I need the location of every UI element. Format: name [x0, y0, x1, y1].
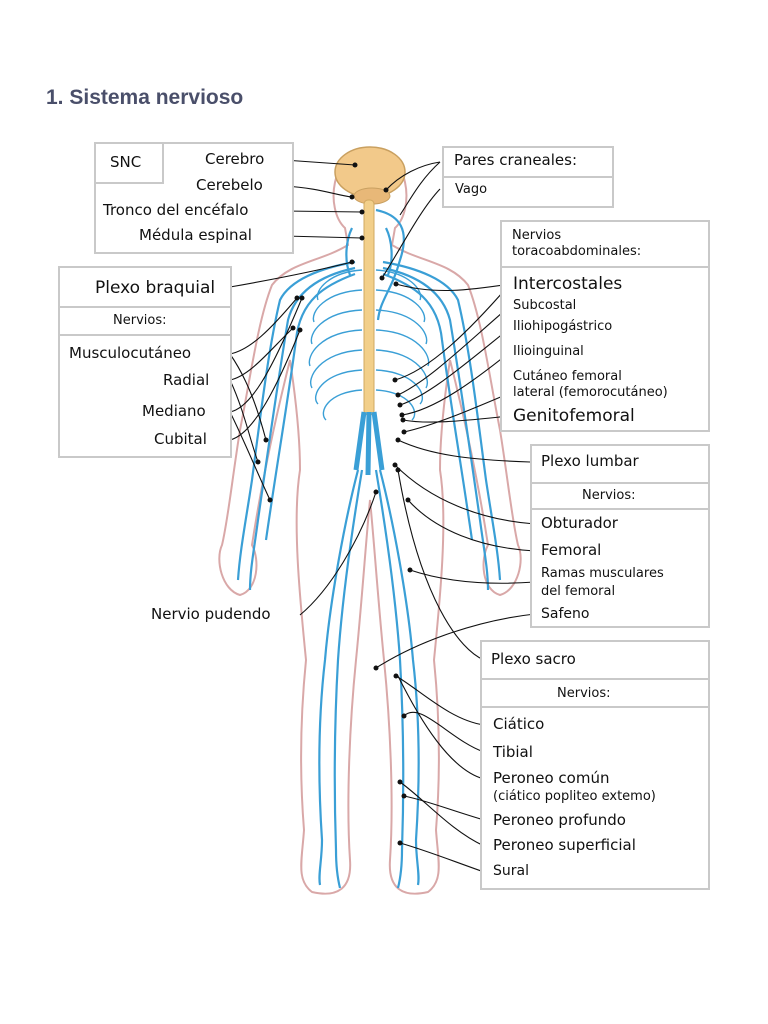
- label-cutaneo-lateral: lateral (femorocutáneo): [513, 385, 668, 400]
- label-peroneo-comun: Peroneo común: [493, 769, 610, 787]
- cauda-equina: [353, 411, 385, 476]
- label-ciatico-popliteo: (ciático popliteo extemo): [493, 789, 656, 804]
- craneales-header-box: [442, 146, 614, 178]
- label-intercostales: Intercostales: [513, 274, 623, 294]
- label-nervio-pudendo: Nervio pudendo: [151, 605, 271, 623]
- label-musculocutaneo: Musculocutáneo: [69, 344, 192, 362]
- label-iliohipogastrico: Iliohipogástrico: [513, 319, 613, 334]
- label-ciatico: Ciático: [493, 715, 545, 733]
- label-plexo-braquial: Plexo braquial: [95, 278, 216, 298]
- label-lumbar-nervios: Nervios:: [582, 488, 636, 503]
- label-cutaneo-femoral: Cutáneo femoral: [513, 369, 622, 384]
- label-tibial: Tibial: [493, 743, 533, 761]
- label-peroneo-profundo: Peroneo profundo: [493, 811, 626, 829]
- peripheral-nerves: [236, 208, 502, 889]
- label-plexo-lumbar: Plexo lumbar: [541, 452, 639, 470]
- label-genitofemoral: Genitofemoral: [513, 406, 635, 426]
- body-outline: [218, 148, 522, 895]
- label-cerebro: Cerebro: [205, 150, 265, 168]
- leader-lines: [229, 159, 536, 873]
- label-cubital: Cubital: [154, 430, 207, 448]
- label-sacro-nervios: Nervios:: [557, 686, 611, 701]
- sacro-sub-box: [480, 678, 710, 708]
- spinal-cord-shape: [363, 199, 375, 416]
- page-title: 1. Sistema nervioso: [46, 86, 244, 109]
- toraco-header-1: Nervios: [512, 228, 562, 243]
- label-peroneo-superficial: Peroneo superficial: [493, 836, 636, 854]
- label-pares-craneales: Pares craneales:: [454, 151, 578, 169]
- toraco-header-box: [500, 220, 710, 268]
- label-mediano: Mediano: [142, 402, 206, 420]
- toraco-header-2: toracoabdominales:: [512, 244, 642, 259]
- connection-dots: [255, 162, 413, 846]
- label-tronco: Tronco del encéfalo: [103, 201, 249, 219]
- label-safeno: Safeno: [541, 606, 590, 622]
- label-vago: Vago: [455, 182, 488, 197]
- snc-label: SNC: [110, 153, 142, 171]
- label-medula: Médula espinal: [139, 226, 252, 244]
- sacro-header-box: [480, 640, 710, 680]
- snc-label-box: [94, 142, 164, 184]
- label-radial: Radial: [163, 371, 210, 389]
- label-cerebelo: Cerebelo: [196, 176, 263, 194]
- lumbar-sub-box: [530, 482, 710, 510]
- label-subcostal: Subcostal: [513, 298, 577, 313]
- label-plexo-sacro: Plexo sacro: [491, 650, 576, 668]
- label-del-femoral: del femoral: [541, 584, 616, 599]
- label-ilioinguinal: Ilioinguinal: [513, 344, 584, 359]
- label-sural: Sural: [493, 863, 529, 879]
- braquial-sub-box: [58, 306, 232, 336]
- label-obturador: Obturador: [541, 514, 618, 532]
- label-braquial-nervios: Nervios:: [113, 313, 167, 328]
- label-ramas-musculares: Ramas musculares: [541, 566, 664, 581]
- label-femoral: Femoral: [541, 541, 602, 559]
